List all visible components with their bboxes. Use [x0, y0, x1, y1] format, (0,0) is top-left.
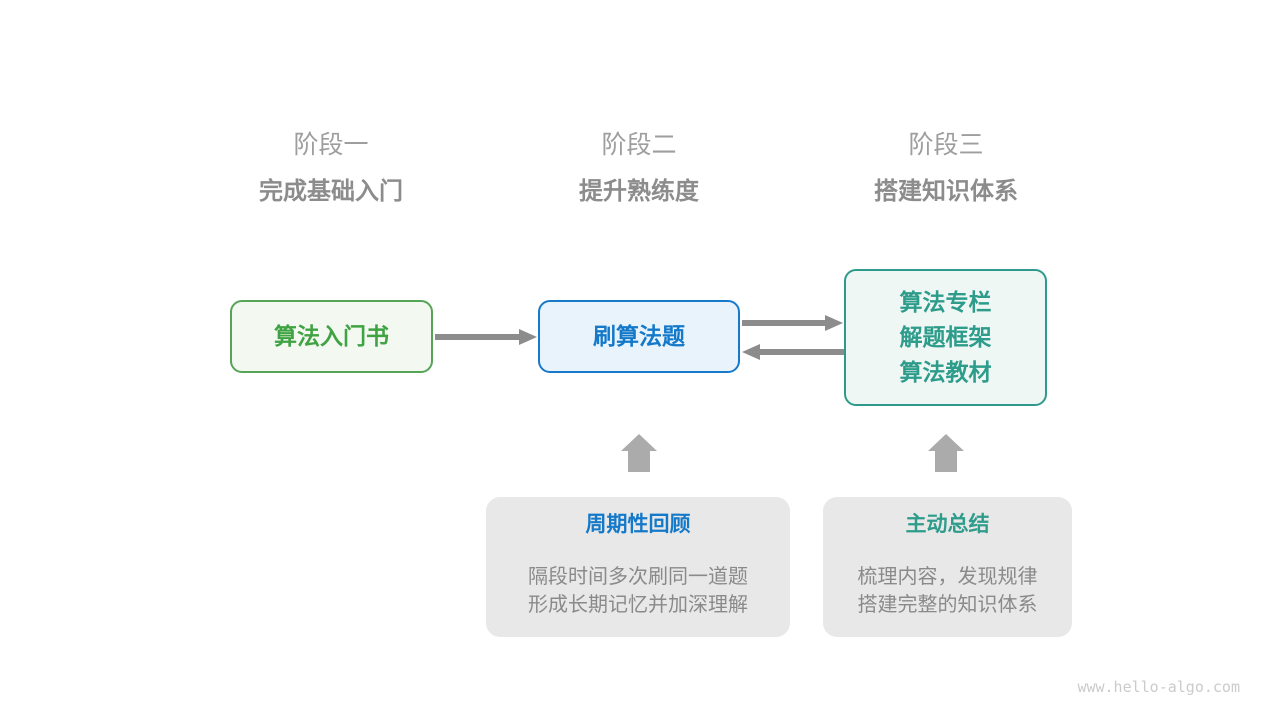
- note-periodic-review-line-2: 形成长期记忆并加深理解: [528, 594, 748, 616]
- stage-1-header: 阶段一 完成基础入门: [206, 130, 456, 207]
- stage-3-subtitle: 搭建知识体系: [874, 178, 1018, 205]
- arrow-stage2-to-stage3-head-icon: [825, 315, 843, 331]
- stage-3-label: 阶段三: [908, 131, 984, 159]
- node-advanced-resources: 算法专栏 解题框架 算法教材: [844, 269, 1047, 406]
- stage-2-label: 阶段二: [601, 131, 677, 159]
- up-arrow-summary-stem: [935, 451, 957, 472]
- node-advanced-line-2: 解题框架: [899, 324, 992, 350]
- stage-1-subtitle: 完成基础入门: [259, 178, 403, 205]
- note-periodic-review-title: 周期性回顾: [585, 513, 691, 536]
- arrow-stage1-to-stage2-stem: [435, 334, 521, 340]
- stage-2-header: 阶段二 提升熟练度: [514, 130, 764, 207]
- stage-2-subtitle: 提升熟练度: [579, 178, 699, 205]
- up-arrow-review-head-icon: [621, 434, 657, 451]
- watermark-url: www.hello-algo.com: [1077, 678, 1240, 696]
- note-active-summary-body: 梳理内容，发现规律 搭建完整的知识体系: [823, 563, 1072, 619]
- arrow-stage3-to-stage2-stem: [760, 349, 844, 355]
- up-arrow-review-stem: [628, 451, 650, 472]
- stage-1-label: 阶段一: [293, 131, 369, 159]
- stage-3-header: 阶段三 搭建知识体系: [821, 130, 1071, 207]
- note-active-summary-line-1: 梳理内容，发现规律: [857, 566, 1038, 588]
- arrow-stage1-to-stage2-head-icon: [519, 329, 537, 345]
- up-arrow-summary-head-icon: [928, 434, 964, 451]
- note-periodic-review-body: 隔段时间多次刷同一道题 形成长期记忆并加深理解: [486, 563, 790, 619]
- note-periodic-review-line-1: 隔段时间多次刷同一道题: [528, 566, 748, 588]
- node-practice-problems: 刷算法题: [538, 300, 740, 373]
- arrow-stage2-to-stage3-stem: [742, 320, 827, 326]
- note-periodic-review: 周期性回顾 隔段时间多次刷同一道题 形成长期记忆并加深理解: [486, 497, 790, 637]
- note-active-summary: 主动总结 梳理内容，发现规律 搭建完整的知识体系: [823, 497, 1072, 637]
- node-advanced-line-1: 算法专栏: [899, 289, 992, 315]
- node-intro-book-label: 算法入门书: [274, 323, 389, 349]
- node-advanced-line-3: 算法教材: [899, 359, 992, 385]
- node-intro-book: 算法入门书: [230, 300, 433, 373]
- note-active-summary-title: 主动总结: [905, 513, 990, 536]
- note-active-summary-line-2: 搭建完整的知识体系: [857, 594, 1038, 616]
- node-practice-problems-label: 刷算法题: [593, 323, 685, 349]
- arrow-stage3-to-stage2-head-icon: [742, 344, 760, 360]
